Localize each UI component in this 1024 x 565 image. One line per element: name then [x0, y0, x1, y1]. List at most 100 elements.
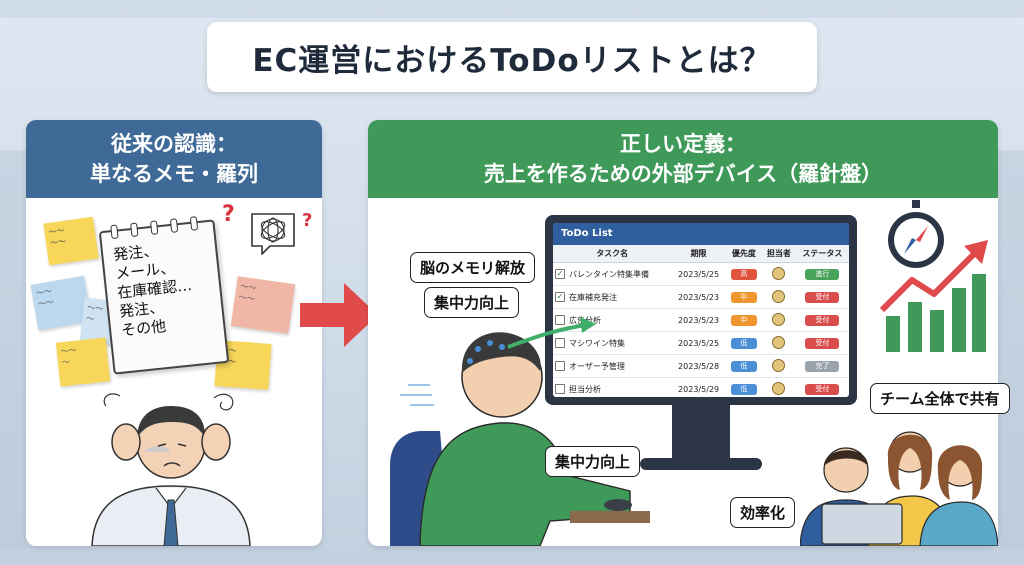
todo-task-cell: オーザー予管理: [553, 354, 672, 378]
todo-assignee-cell: [762, 285, 796, 309]
todo-status-cell: 進行: [795, 262, 849, 286]
priority-badge: 低: [730, 337, 757, 349]
todo-priority-cell: 中: [725, 285, 762, 309]
left-panel-heading: 従来の認識： 単なるメモ・羅列: [26, 120, 322, 198]
callout-focus-bottom: 集中力向上: [545, 446, 641, 477]
task-name: バレンタイン特集準備: [569, 269, 649, 279]
todo-table: タスク名 期限 優先度 担当者 ステータス ✓ バレンタイン特集準備 2023/5/…: [553, 245, 849, 397]
right-heading-line2: 売上を作るための外部デバイス（羅針盤）: [483, 162, 883, 186]
transition-arrow-icon: [300, 283, 378, 347]
monitor: ToDo List タスク名 期限 優先度 担当者 ステータス ✓ バレンタイン特…: [545, 215, 857, 405]
left-heading-line2: 単なるメモ・羅列: [90, 162, 258, 186]
compass-icon: [888, 200, 944, 268]
background-shelf: [0, 150, 26, 550]
column-header: 担当者: [762, 245, 796, 263]
column-header: 期限: [671, 245, 726, 263]
task-checkbox[interactable]: [555, 338, 565, 348]
todo-due-cell: 2023/5/28: [671, 354, 726, 378]
status-badge: 受付: [805, 383, 840, 395]
status-badge: 受付: [805, 337, 840, 349]
right-heading-line1: 正しい定義：: [620, 132, 746, 156]
task-checkbox[interactable]: [555, 315, 565, 325]
priority-badge: 低: [730, 360, 757, 372]
todo-priority-cell: 高: [725, 262, 762, 286]
question-mark-icon: ?: [222, 202, 235, 227]
todo-assignee-cell: [762, 308, 796, 332]
todo-task-cell: 担当分析: [553, 377, 672, 397]
sticky-note: 〜〜〜: [55, 337, 111, 387]
todo-assignee-cell: [762, 262, 796, 286]
right-panel-heading: 正しい定義： 売上を作るための外部デバイス（羅針盤）: [368, 120, 998, 198]
todo-due-cell: 2023/5/29: [671, 377, 726, 397]
todo-task-cell: マシワイン特集: [553, 331, 672, 355]
todo-status-cell: 受付: [795, 308, 849, 332]
todo-priority-cell: 低: [725, 377, 762, 397]
todo-status-cell: 受付: [795, 331, 849, 355]
status-badge: 進行: [805, 268, 840, 280]
status-badge: 受付: [805, 291, 840, 303]
todo-screen: ToDo List タスク名 期限 優先度 担当者 ステータス ✓ バレンタイン特…: [553, 223, 849, 397]
task-name: オーザー予管理: [569, 361, 625, 371]
priority-badge: 中: [730, 291, 757, 303]
task-checkbox[interactable]: ✓: [555, 269, 565, 279]
todo-row[interactable]: ✓ 在庫補充発注 2023/5/23 中 受付: [553, 285, 849, 309]
todo-status-cell: 受付: [795, 377, 849, 397]
todo-status-cell: 受付: [795, 285, 849, 309]
avatar: [772, 381, 786, 395]
todo-title: ToDo List: [553, 223, 849, 245]
avatar: [772, 266, 786, 280]
background-shelf: [998, 150, 1024, 550]
todo-due-cell: 2023/5/23: [671, 308, 726, 332]
focused-person-illustration: [390, 317, 650, 546]
avatar: [772, 312, 786, 326]
growth-chart-icon: [879, 240, 988, 352]
todo-task-cell: ✓ バレンタイン特集準備: [553, 262, 672, 286]
priority-badge: 中: [730, 314, 757, 326]
status-badge: 完了: [805, 360, 840, 372]
task-name: 在庫補充発注: [569, 292, 617, 302]
todo-due-cell: 2023/5/25: [671, 331, 726, 355]
callout-memory-release: 脳のメモリ解放: [410, 252, 536, 283]
stressed-person-illustration: [91, 393, 251, 546]
left-panel: 従来の認識： 単なるメモ・羅列 〜〜〜〜 〜〜〜〜 〜〜〜 〜〜〜 〜〜〜〜 〜…: [26, 120, 322, 546]
callout-focus-top: 集中力向上: [424, 287, 520, 318]
callout-team-share: チーム全体で共有: [870, 383, 1010, 414]
callout-efficiency: 効率化: [730, 497, 796, 528]
task-checkbox[interactable]: [555, 384, 565, 394]
column-header: ステータス: [795, 245, 849, 263]
todo-assignee-cell: [762, 331, 796, 355]
column-header: タスク名: [553, 245, 672, 263]
todo-status-cell: 完了: [795, 354, 849, 378]
priority-badge: 高: [730, 268, 757, 280]
todo-row[interactable]: ✓ バレンタイン特集準備 2023/5/25 高 進行: [553, 262, 849, 286]
todo-priority-cell: 中: [725, 308, 762, 332]
left-heading-line1: 従来の認識：: [111, 132, 237, 156]
sticky-note: 〜〜〜〜: [230, 276, 296, 334]
todo-assignee-cell: [762, 354, 796, 378]
status-badge: 受付: [805, 314, 840, 326]
avatar: [772, 358, 786, 372]
priority-badge: 低: [730, 383, 757, 395]
background-shelf: [0, 0, 1024, 18]
task-checkbox[interactable]: ✓: [555, 292, 565, 302]
monitor-base: [640, 458, 762, 470]
todo-due-cell: 2023/5/23: [671, 285, 726, 309]
page-title: EC運営におけるToDoリストとは？: [207, 22, 817, 92]
todo-priority-cell: 低: [725, 354, 762, 378]
todo-task-cell: ✓ 在庫補充発注: [553, 285, 672, 309]
memo-notepad: 発注、 メール、 在庫確認… 発注、 その他: [98, 216, 230, 375]
monitor-stand: [672, 405, 730, 460]
task-checkbox[interactable]: [555, 361, 565, 371]
question-mark-icon: ?: [302, 210, 313, 231]
todo-row[interactable]: 担当分析 2023/5/29 低 受付: [553, 377, 849, 397]
avatar: [772, 335, 786, 349]
team-illustration: [800, 431, 998, 546]
todo-due-cell: 2023/5/25: [671, 262, 726, 286]
task-name: 担当分析: [569, 384, 601, 394]
sticky-note: 〜〜〜〜: [43, 216, 99, 266]
todo-assignee-cell: [762, 377, 796, 397]
avatar: [772, 289, 786, 303]
column-header: 優先度: [725, 245, 762, 263]
todo-row[interactable]: オーザー予管理 2023/5/28 低 完了: [553, 354, 849, 378]
